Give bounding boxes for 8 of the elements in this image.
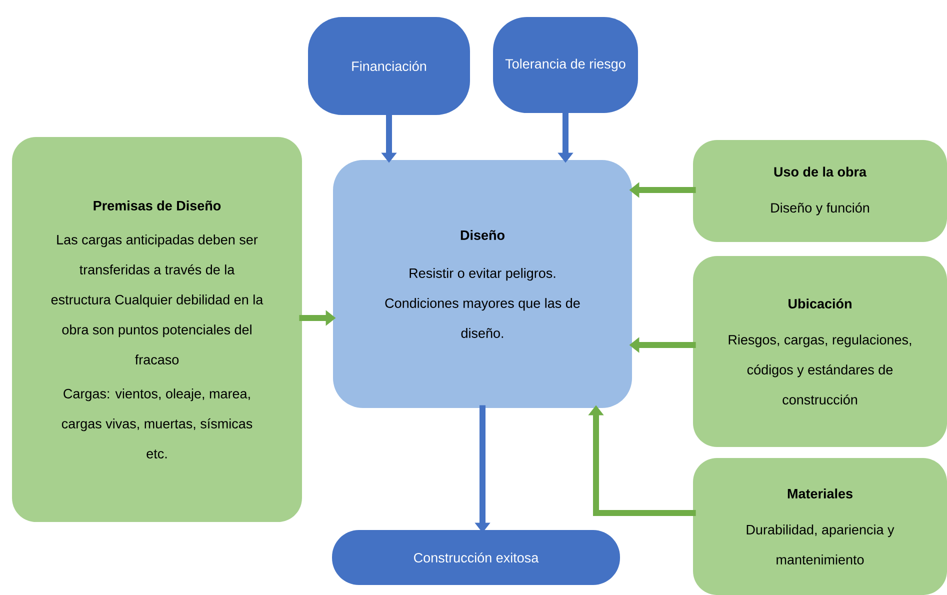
info-box: Ubicación Riesgos, cargas, regulaciones, códigos y estándares de construcción [693,256,947,447]
info-box: Premisas de Diseño Las cargas anticipadas deben ser transferidas a través de la estructura Cualquier debilidad en la obra son puntos potenciales del fracaso Cargas: vientos, oleaje, marea, cargas vivas, muertas, sísmicas etc. [12,137,302,522]
terminal-box: Financiación [308,17,470,115]
process-box: Diseño Resistir o evitar peligros. Condiciones mayores que las de diseño. [333,160,632,408]
terminal-box: Tolerancia de riesgo [493,17,638,113]
info-box: Uso de la obra Diseño y función [693,140,947,242]
info-box: Materiales Durabilidad, apariencia y mantenimiento [693,458,947,595]
terminal-box: Construcción exitosa [332,530,620,585]
